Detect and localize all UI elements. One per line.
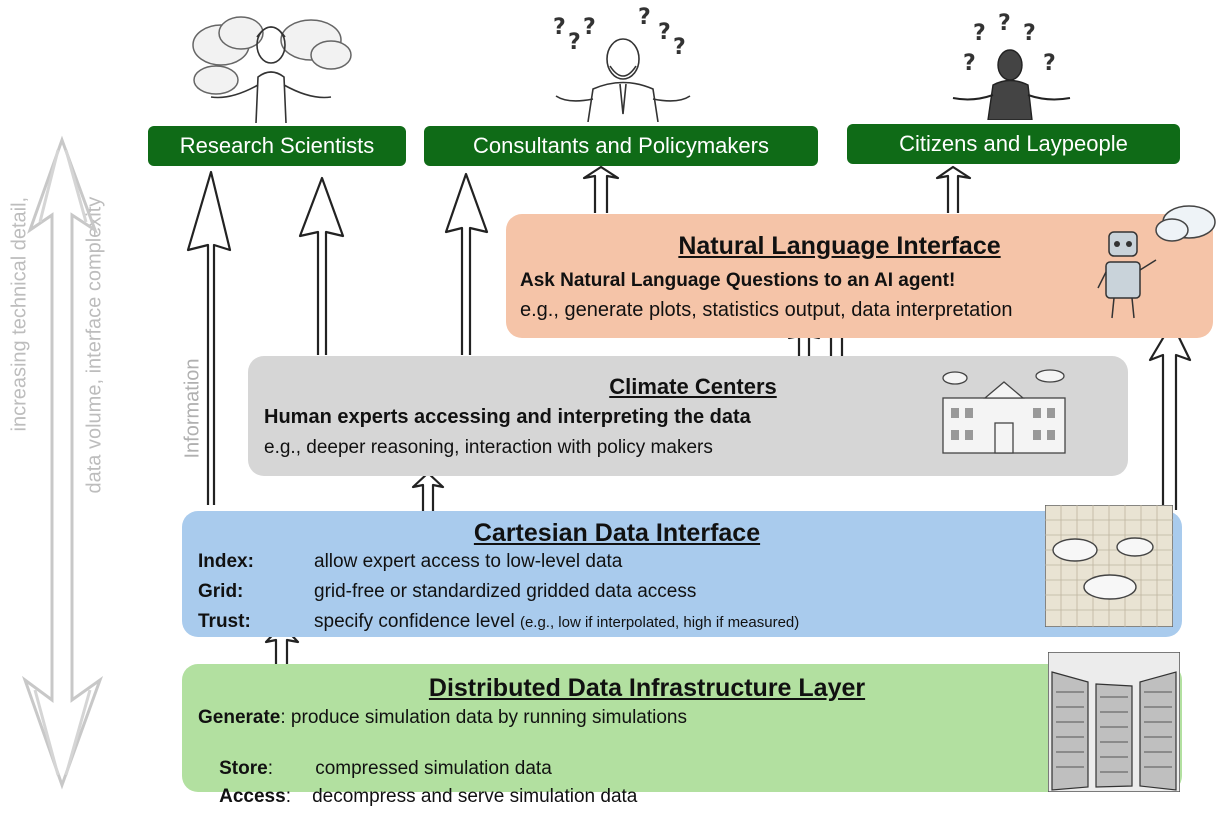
svg-text:?: ? — [998, 11, 1011, 36]
distributed-key-generate: Generate — [198, 707, 281, 728]
distributed-row-store: Store: compressed simulation data — [198, 736, 552, 802]
nli-subtitle: Ask Natural Language Questions to an AI … — [520, 270, 956, 291]
cartesian-key-index: Index: — [198, 551, 254, 572]
distributed-infrastructure-panel: Distributed Data Infrastructure Layer Ge… — [182, 664, 1182, 807]
audience-consultants-policymakers: Consultants and Policymakers — [424, 126, 818, 166]
distributed-row-access: Access: decompress and serve simulation … — [198, 764, 637, 830]
server-room-sketch-icon — [1048, 652, 1180, 792]
arrow-cartesian-to-climate — [411, 471, 445, 514]
scientist-sketch-icon — [192, 16, 352, 123]
cartesian-trust-main: specify confidence level — [314, 611, 515, 632]
climate-subtitle: Human experts accessing and interpreting… — [264, 406, 751, 428]
distributed-title: Distributed Data Infrastructure Layer — [428, 674, 866, 702]
audience-research-scientists: Research Scientists — [148, 126, 406, 166]
svg-text:?: ? — [568, 30, 581, 55]
svg-text:?: ? — [673, 35, 686, 60]
distributed-text-generate: : produce simulation data by running sim… — [280, 707, 687, 728]
distributed-row-generate: Generate: produce simulation data by run… — [198, 707, 687, 729]
svg-text:?: ? — [553, 15, 566, 40]
climate-title: Climate Centers — [609, 374, 777, 399]
citizen-sketch-icon: ??? ?? — [952, 11, 1071, 120]
arrow-research-1 — [186, 170, 232, 505]
natural-language-interface-panel: Natural Language Interface Ask Natural L… — [506, 214, 1213, 338]
arrow-research-2 — [298, 176, 345, 355]
arrow-consultants-2 — [582, 165, 620, 213]
cartesian-text-trust: specify confidence level (e.g., low if i… — [314, 611, 799, 633]
svg-text:?: ? — [638, 5, 651, 30]
arrow-citizens — [935, 165, 972, 213]
distributed-text-store: : compressed simulation data — [267, 758, 552, 779]
audience-citizens-laypeople: Citizens and Laypeople — [847, 124, 1180, 164]
clouds-grid-sketch-icon — [1045, 505, 1173, 627]
vertical-double-arrow-icon — [21, 135, 104, 790]
cartesian-title: Cartesian Data Interface — [473, 519, 761, 547]
svg-text:?: ? — [658, 20, 671, 45]
arrow-consultants-1 — [444, 172, 489, 355]
flow-arrows — [21, 135, 1192, 790]
cartesian-text-grid: grid-free or standardized gridded data a… — [314, 581, 697, 602]
svg-text:?: ? — [1023, 21, 1036, 46]
cartesian-key-trust: Trust: — [198, 611, 251, 632]
cartesian-trust-note: (e.g., low if interpolated, high if meas… — [519, 614, 800, 631]
nli-title: Natural Language Interface — [678, 232, 1001, 260]
building-sketch-icon — [942, 369, 1066, 454]
svg-text:?: ? — [973, 21, 986, 46]
cartesian-data-interface-panel: Cartesian Data Interface Index: allow ex… — [182, 511, 1182, 637]
cartesian-key-grid: Grid: — [198, 581, 244, 602]
nli-example: e.g., generate plots, statistics output,… — [520, 299, 1013, 321]
policymaker-sketch-icon: ??? ??? — [553, 5, 691, 122]
svg-text:?: ? — [963, 51, 976, 76]
arrow-cartesian-to-nli — [1148, 321, 1192, 510]
robot-sketch-icon — [1097, 205, 1216, 319]
distributed-key-store: Store — [219, 758, 268, 779]
climate-example: e.g., deeper reasoning, interaction with… — [264, 437, 713, 458]
svg-text:?: ? — [583, 15, 596, 40]
cartesian-text-index: allow expert access to low-level data — [314, 551, 623, 572]
svg-text:?: ? — [1043, 51, 1056, 76]
